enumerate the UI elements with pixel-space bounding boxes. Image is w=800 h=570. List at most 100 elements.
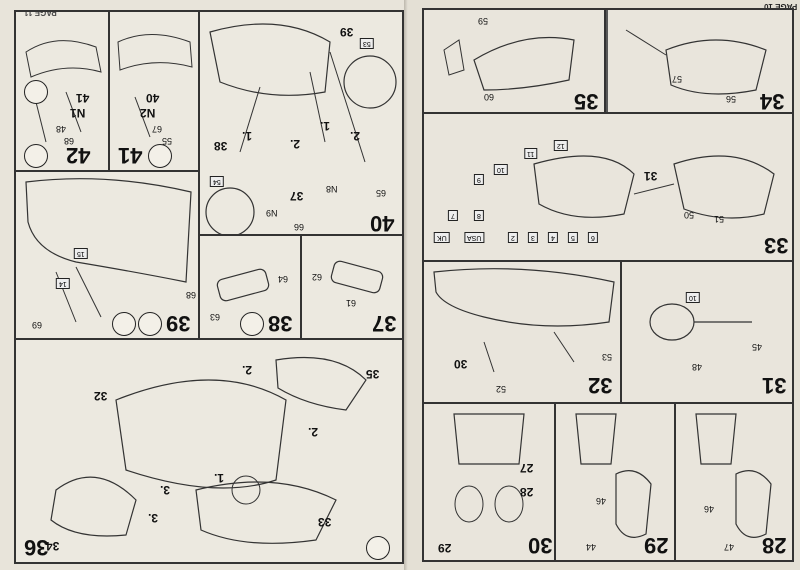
step-29-label-46: 46 [596,496,607,506]
step-33-number: 33 [764,233,789,258]
step-40-label-1a: 1. [320,119,331,133]
step-29-number: 29 [644,533,669,558]
decal-tag-54: 54 [210,176,224,187]
step-40-label-37: 37 [290,189,304,203]
left-page: PAGE 11 42 N1 41 48 68 41 N2 40 67 55 [0,0,408,570]
decal-5: 5 [568,232,578,243]
step-42-drawing [25,40,102,143]
step-40-number: 40 [370,211,395,236]
decal-usa: USA [464,232,485,243]
step-38-label-64: 64 [278,274,289,284]
decal-11: 11 [524,148,538,159]
step-32-label-52: 52 [496,384,507,394]
step-37-label-61: 61 [346,298,357,308]
step-42-number: 42 [66,143,91,168]
glue-icon [138,312,162,336]
paint-icon [112,312,136,336]
step-40-label-n9: N9 [266,208,278,218]
decal-uk: UK [434,232,450,243]
step-30-panel: 30 27 28 29 [422,402,556,562]
paint-icon [240,312,264,336]
decal-10: 10 [494,164,508,175]
step-41-label-b: 40 [146,91,160,105]
step-36-label-32: 32 [94,389,108,403]
step-40-label-1b: 1. [242,129,253,143]
step-35-drawing [443,36,575,91]
step-32-label-53: 53 [602,352,613,362]
step-36-label-35: 35 [366,367,380,381]
step-39-label-69: 69 [32,320,43,330]
step-32-label-30: 30 [454,357,468,371]
step-35-number: 35 [574,89,599,114]
decal-8: 8 [474,210,484,221]
step-30-label-28: 28 [520,485,534,499]
step-42-label-b: 41 [76,91,90,105]
step-40-label-39: 39 [340,25,354,39]
step-36-drawing [50,357,367,544]
step-30-number: 30 [528,533,553,558]
step-42-label-a: N1 [70,106,86,120]
step-42-label-c: 48 [56,124,67,134]
step-37-drawing [330,260,384,294]
step-40-label-38: 38 [214,139,228,153]
step-30-label-29: 29 [438,541,452,555]
step-38-panel: 38 64 63 [198,234,302,340]
step-34-label-57: 57 [672,74,683,84]
step-32-number: 32 [588,373,613,398]
step-40-label-65: 65 [376,188,387,198]
step-28-label-46: 46 [704,504,715,514]
step-40-label-n8: N8 [326,184,338,194]
step-33-drawing [533,155,775,219]
glue-icon [24,144,48,168]
step-36-panel: 36 35 2. 2. 32 3. 3. 1. 34 33 [14,338,404,564]
glue-icon [148,144,172,168]
step-39-number: 39 [166,311,191,336]
step-38-number: 38 [268,311,293,336]
step-41-label-a: N2 [140,106,156,120]
step-40-label-66: 66 [294,222,305,232]
step-36-label-1: 1. [214,471,225,485]
step-41-number: 41 [118,143,143,168]
step-40-label-2a: 2. [350,129,361,143]
step-40-label-2b: 2. [290,137,301,151]
step-33-panel: 33 31 50 51 UK USA 7 8 9 10 11 12 2 3 4 … [422,112,794,262]
step-42-label-d: 68 [64,136,75,146]
step-30-drawing [453,413,525,523]
step-41-drawing [117,34,193,138]
decal-9: 9 [474,174,484,185]
step-40-drawing [205,23,397,234]
step-34-drawing [625,29,767,95]
step-35-panel: 35 59 60 [422,8,608,114]
step-31-drawing [649,303,752,341]
step-35-label-59: 59 [478,16,489,26]
step-37-label-62: 62 [312,272,323,282]
step-41-panel: 41 N2 40 67 55 [108,10,200,172]
step-30-label-27: 27 [520,461,534,475]
decal-tag-53: 53 [360,38,374,49]
step-28-label-47: 47 [724,542,735,552]
step-36-number: 36 [24,535,49,560]
decal-tag-10: 10 [686,292,700,303]
decal-3: 3 [528,232,538,243]
step-28-panel: 28 46 47 [674,402,794,562]
step-32-drawing [433,268,615,373]
step-38-drawing [216,268,270,302]
decal-7: 7 [448,210,458,221]
step-36-label-3b: 3. [148,511,159,525]
decal-6: 6 [588,232,598,243]
decal-2: 2 [508,232,518,243]
step-36-label-2b: 2. [308,425,319,439]
step-37-panel: 37 62 61 [300,234,404,340]
step-29-label-44: 44 [586,542,597,552]
step-40-panel: 40 39 1. 2. 38 1. 2. 37 N8 N9 53 54 66 6… [198,10,404,236]
step-34-label-56: 56 [726,94,737,104]
step-34-number: 34 [760,89,785,114]
step-29-drawing [575,413,652,538]
step-41-label-c: 67 [152,124,163,134]
step-31-label-48: 48 [692,362,703,372]
step-31-number: 31 [762,373,787,398]
step-36-label-2a: 2. [242,363,253,377]
step-32-panel: 32 30 52 53 [422,260,622,404]
step-38-label-63: 63 [210,312,221,322]
step-36-label-3a: 3. [160,483,171,497]
